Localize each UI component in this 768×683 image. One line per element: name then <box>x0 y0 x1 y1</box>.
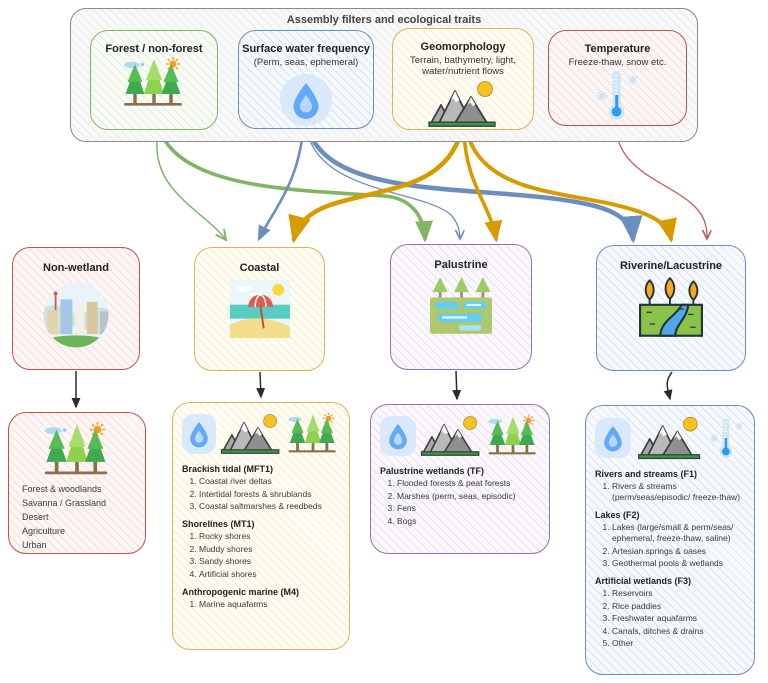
list-item: Rice paddies <box>612 601 745 612</box>
edge-water-riverine <box>306 128 643 244</box>
list-item: Forest & woodlands <box>22 484 102 494</box>
filter-surface-water-sub: (Perm, seas, ephemeral) <box>253 56 359 68</box>
mountains-icon <box>425 78 501 130</box>
section-header: Shorelines (MT1) <box>182 519 255 530</box>
pine-trees-icon <box>38 421 116 479</box>
section-list: Flooded forests & peat forests Marshes (… <box>380 478 540 527</box>
category-palustrine-label: Palustrine <box>434 259 488 271</box>
category-riverine-label: Riverine/Lacustrine <box>619 260 723 272</box>
list-item: Agriculture <box>22 525 66 536</box>
water-drop-icon <box>380 416 416 456</box>
category-coastal-label: Coastal <box>239 262 280 274</box>
section-header: Brackish tidal (MFT1) <box>182 464 274 474</box>
filter-temperature: Temperature Freeze-thaw, snow etc. <box>548 30 687 126</box>
mountains-icon <box>218 411 284 457</box>
list-item: Urban <box>22 539 47 550</box>
category-palustrine: Palustrine <box>390 244 532 370</box>
pine-trees-icon <box>286 412 340 456</box>
list-item: Coastal saltmarshes & reedbeds <box>199 501 340 512</box>
river-icon <box>636 276 706 340</box>
water-drop-icon <box>595 418 631 458</box>
section-list: Rocky shores Muddy shores Sandy shores A… <box>182 531 340 580</box>
section-header: Palustrine wetlands (TF) <box>380 466 485 476</box>
list-item: Artesian springs & oases <box>612 546 745 557</box>
city-icon <box>40 279 112 351</box>
pine-trees-icon <box>121 56 187 110</box>
filter-forest: Forest / non-forest <box>90 30 218 130</box>
edge-water-coastal <box>257 129 305 242</box>
section-header: Anthropogenic marine (M4) <box>182 586 300 597</box>
list-item: Intertidal forests & shrublands <box>199 489 340 500</box>
section-header: Lakes (F2) <box>595 510 640 521</box>
detail-riverine: Rivers and streams (F1) Rivers & streams… <box>585 405 755 675</box>
section-header: Artificial wetlands (F3) <box>595 576 692 587</box>
filter-temperature-sub: Freeze-thaw, snow etc. <box>568 56 667 68</box>
category-non-wetland: Non-wetland <box>12 247 140 370</box>
mountains-icon <box>418 413 484 459</box>
list-item: Coastal river deltas <box>199 476 340 487</box>
list-item: Marshes (perm, seas, episodic) <box>397 491 540 502</box>
list-item: Fens <box>397 503 540 514</box>
beach-icon <box>229 280 291 338</box>
pine-trees-icon <box>486 414 540 458</box>
edge-temp-riverine <box>615 126 707 239</box>
list-item: Savanna / Grassland <box>22 497 107 508</box>
thermometer-icon <box>709 416 745 460</box>
section-list: Reservoirs Rice paddies Freshwater aquaf… <box>595 588 745 649</box>
list-item: Lakes (large/small & perm/seas/ ephemera… <box>612 522 745 544</box>
filter-geomorphology-sub: Terrain, bathymetry, light, water/nutrie… <box>410 54 516 78</box>
filter-surface-water-label: Surface water frequency <box>242 43 370 55</box>
category-riverine: Riverine/Lacustrine <box>596 245 746 371</box>
list-item: Canals, ditches & drains <box>612 626 745 637</box>
edge-geo-coastal <box>288 129 464 244</box>
edge-water-palustrine <box>306 129 460 239</box>
section-list: Coastal river deltas Intertidal forests … <box>182 476 340 512</box>
list-item: Bogs <box>397 516 540 527</box>
detail-non-wetland: Forest & woodlands Savanna / Grassland D… <box>8 412 146 554</box>
water-drop-icon <box>182 414 216 454</box>
list-item: Artificial shores <box>199 569 340 580</box>
category-coastal: Coastal <box>194 247 325 371</box>
section-list: Rivers & streams (perm/seas/episodic/ fr… <box>595 481 745 503</box>
list-item: Muddy shores <box>199 544 340 555</box>
water-drop-icon <box>280 74 332 127</box>
list-item: Freshwater aquafarms <box>612 613 745 624</box>
edge-riverine-detail <box>663 371 673 401</box>
filter-surface-water: Surface water frequency (Perm, seas, eph… <box>238 30 374 129</box>
list-item: Reservoirs <box>612 588 745 599</box>
section-header: Rivers and streams (F1) <box>595 469 698 479</box>
list-item: Rocky shores <box>199 531 340 542</box>
filter-geomorphology: Geomorphology Terrain, bathymetry, light… <box>392 28 534 130</box>
edge-palustrine-detail <box>452 370 462 401</box>
mountains-icon <box>635 414 705 462</box>
edge-forest-palustrine <box>159 131 434 243</box>
filter-temperature-label: Temperature <box>584 43 651 55</box>
non-wetland-list: Forest & woodlands Savanna / Grassland D… <box>18 483 136 553</box>
category-non-wetland-label: Non-wetland <box>43 262 109 274</box>
filter-forest-label: Forest / non-forest <box>105 43 203 55</box>
assembly-filters-title: Assembly filters and ecological traits <box>286 14 482 26</box>
edge-forest-coastal <box>156 132 226 240</box>
list-item: Flooded forests & peat forests <box>397 478 540 489</box>
edge-geo-palustrine <box>462 130 503 243</box>
list-item: Rivers & streams (perm/seas/episodic/ fr… <box>612 481 745 503</box>
list-item: Geothermal pools & wetlands <box>612 558 745 569</box>
edge-geo-riverine <box>465 130 677 243</box>
marsh-icon <box>426 275 496 337</box>
section-list: Lakes (large/small & perm/seas/ ephemera… <box>595 522 745 569</box>
section-list: Marine aquafarms <box>182 599 340 610</box>
list-item: Sandy shores <box>199 556 340 567</box>
detail-palustrine: Palustrine wetlands (TF) Flooded forests… <box>370 404 550 554</box>
list-item: Other <box>612 638 745 649</box>
list-item: Desert <box>22 511 49 522</box>
detail-coastal: Brackish tidal (MFT1) Coastal river delt… <box>172 402 350 650</box>
edge-coastal-detail <box>256 371 266 399</box>
thermometer-icon <box>594 69 642 121</box>
filter-geomorphology-label: Geomorphology <box>420 41 506 53</box>
list-item: Marine aquafarms <box>199 599 340 610</box>
